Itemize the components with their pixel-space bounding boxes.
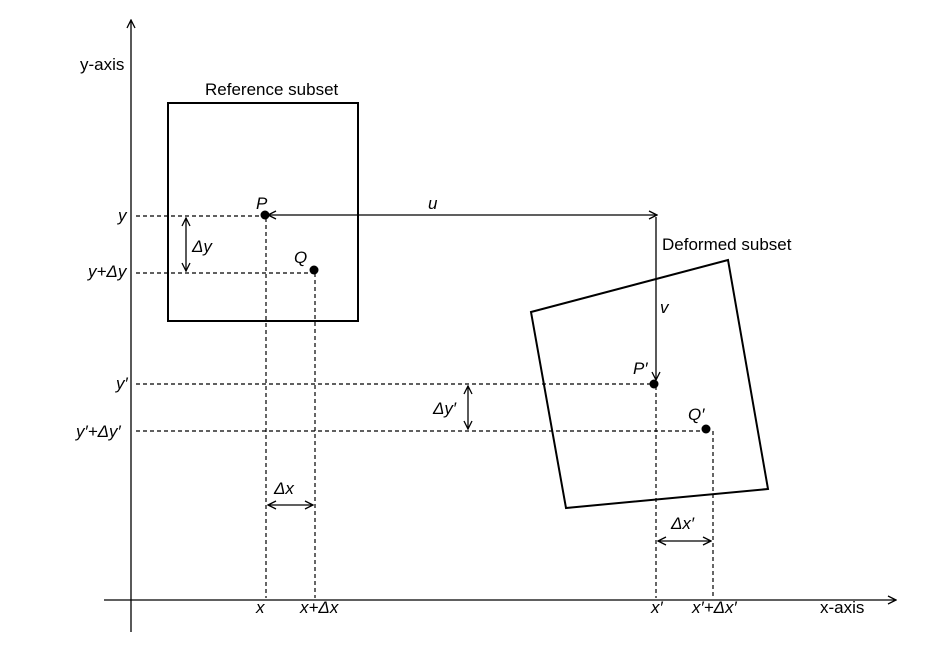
point-q xyxy=(309,265,319,275)
point-p-label: P xyxy=(256,194,268,213)
tick-x-prime: x′ xyxy=(650,598,664,617)
dy-label: Δy xyxy=(191,237,213,256)
v-label: v xyxy=(660,298,670,317)
point-q-prime-label: Q′ xyxy=(688,405,705,424)
point-q-label: Q xyxy=(294,248,307,267)
dx-prime-label: Δx′ xyxy=(670,514,695,533)
tick-y-plus-dy: y+Δy xyxy=(87,262,128,281)
tick-y-prime: y′ xyxy=(115,374,129,393)
u-label: u xyxy=(428,194,438,213)
point-p-prime xyxy=(649,379,659,389)
dx-label: Δx xyxy=(273,479,294,498)
reference-subset-label: Reference subset xyxy=(205,80,339,99)
deformed-subset-box xyxy=(529,258,770,510)
x-axis-label: x-axis xyxy=(820,598,864,617)
tick-y: y xyxy=(117,206,128,225)
tick-x-prime-plus-dx-prime: x′+Δx′ xyxy=(691,598,738,617)
tick-y-prime-plus-dy-prime: y′+Δy′ xyxy=(75,422,122,441)
tick-x: x xyxy=(255,598,265,617)
deformed-subset-label: Deformed subset xyxy=(662,235,792,254)
point-q-prime xyxy=(701,424,711,434)
tick-x-plus-dx: x+Δx xyxy=(299,598,339,617)
y-axis-label: y-axis xyxy=(80,55,124,74)
point-p-prime-label: P′ xyxy=(633,359,648,378)
dy-prime-label: Δy′ xyxy=(432,399,457,418)
